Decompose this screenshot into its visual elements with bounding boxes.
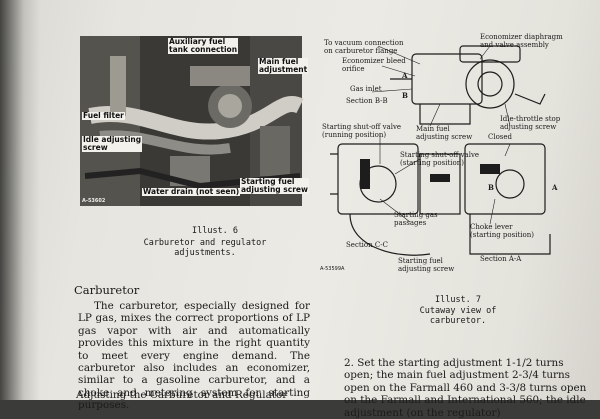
label-idle-throttle-stop: Idle-throttle stop adjusting screw: [500, 115, 561, 131]
callout-fuel-filter: Fuel filter: [82, 111, 125, 120]
label-economizer-bleed: Economizer bleed orifice: [342, 57, 406, 73]
callout-aux-fuel: Auxiliary fuel tank connection: [168, 37, 239, 54]
callout-main-fuel: Main fuel adjustment: [258, 57, 309, 74]
step-2-text: 2. Set the starting adjustment 1-1/2 tur…: [344, 357, 587, 419]
carburetor-photo: Auxiliary fuel tank connection Main fuel…: [80, 36, 309, 206]
label-shutoff-running: Starting shut-off valve (running positio…: [322, 123, 402, 139]
photo-id: A-53602: [82, 198, 106, 204]
label-section-cc: Section C-C: [346, 241, 388, 249]
label-section-bb: Section B-B: [346, 97, 388, 105]
label-to-vacuum: To vacuum connection on carburetor flang…: [324, 39, 404, 55]
adjustment-step-2: 2. Set the starting adjustment 1-1/2 tur…: [344, 357, 594, 419]
diagram-id: A-53599A: [320, 266, 345, 272]
label-starting-fuel-screw: Starting fuel adjusting screw: [398, 257, 455, 273]
carburetor-description: The carburetor, especially designed for …: [78, 300, 310, 412]
carburetor-paragraph: The carburetor, especially designed for …: [78, 300, 310, 412]
label-closed: Closed: [488, 133, 513, 141]
book-spine-shadow: [0, 0, 40, 400]
callout-starting-fuel: Starting fuel adjusting screw: [240, 177, 309, 194]
callout-water-drain: Water drain (not seen): [142, 187, 241, 196]
section-heading-carburetor: Carburetor: [74, 283, 140, 297]
cutaway-line-art: [330, 45, 551, 256]
subheading-adjusting: Adjusting the Carburetor and Regulator: [76, 389, 288, 401]
label-shutoff-starting: Starting shut-off valve (starting positi…: [400, 151, 480, 167]
callout-idle-screw: Idle adjusting screw: [82, 135, 143, 152]
label-starting-gas-passages: Starting gas passages: [394, 211, 438, 227]
illust7-number: Illust. 7: [434, 295, 482, 305]
letter-b-upper: B: [402, 91, 408, 100]
illust7-caption: Cutaway view of carburetor.: [419, 306, 497, 326]
label-main-fuel-screw: Main fuel adjusting screw: [416, 125, 473, 141]
carburetor-cutaway-diagram: To vacuum connection on carburetor flang…: [320, 33, 590, 274]
label-section-aa: Section A-A: [480, 255, 522, 263]
illust6-caption: Carburetor and regulator adjustments.: [143, 238, 267, 258]
label-gas-inlet: Gas inlet: [350, 85, 382, 93]
letter-a-upper: A: [402, 71, 408, 80]
label-economizer-diaphragm: Economizer diaphragm and valve assembly: [480, 33, 563, 49]
illust6-number: Illust. 6: [191, 226, 239, 236]
letter-a-lower: A: [552, 183, 558, 192]
label-choke-lever: Choke lever (starting position): [470, 223, 534, 239]
letter-b-lower: B: [488, 183, 494, 192]
